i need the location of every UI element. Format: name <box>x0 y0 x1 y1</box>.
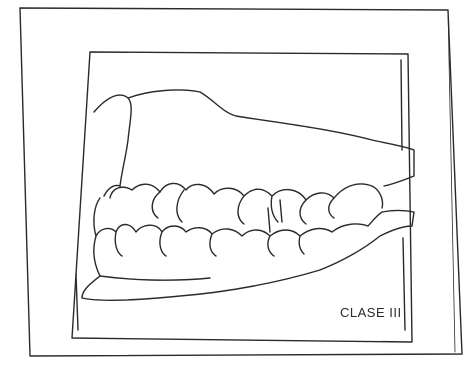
lower-teeth <box>94 198 368 236</box>
upper-post <box>401 60 402 150</box>
class-label: CLASE III <box>340 305 402 320</box>
upper-model-base <box>94 90 414 186</box>
upper-teeth <box>104 183 383 208</box>
lower-post <box>403 238 405 330</box>
left-post <box>76 274 78 330</box>
outer-frame-shadow <box>448 10 455 352</box>
lower-model-base <box>82 211 414 301</box>
outer-frame <box>20 8 462 356</box>
